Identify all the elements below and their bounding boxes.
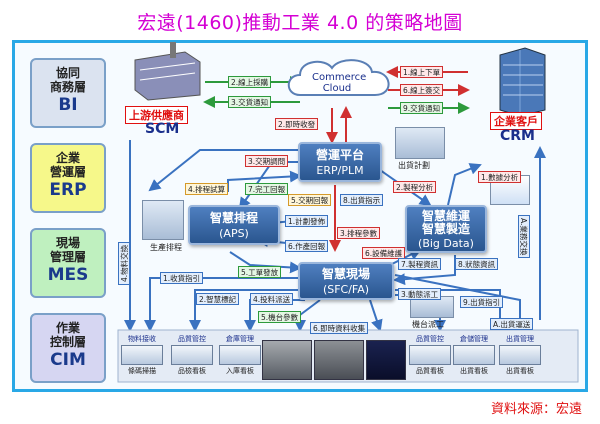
layer-mes-label: 現場 管理層 (49, 236, 86, 264)
flow-schedule-param: 3.排程參數 (337, 227, 381, 239)
flow-finish-report: 7.完工回報 (245, 183, 289, 195)
flow-data-analysis: 1.數據分析 (478, 171, 522, 183)
cim-tile-label: 物料接收 (128, 335, 156, 343)
cim-tile-screen (409, 345, 451, 365)
cim-tile-screen (219, 345, 261, 365)
schedule-screen-thumb (142, 200, 184, 240)
hub-sfc-sub: (SFC/FA) (322, 283, 370, 296)
flow-equipment-maint: 6.設備維護 (362, 247, 406, 259)
hub-big-data[interactable]: 智慧維運 智慧製造 (Big Data) (405, 205, 487, 253)
hub-bigdata-title: 智慧維運 智慧製造 (421, 209, 470, 236)
cim-tile-sublabel: 入庫看板 (226, 367, 254, 375)
flow-machine-param: 5.機台參數 (258, 311, 302, 323)
flow-delivery-notice: 3.交貨通知 (228, 96, 272, 108)
cim-tile-label: 倉庫管理 (226, 335, 254, 343)
customer-building-icon (499, 47, 546, 117)
flow-work-order: 5.工單發放 (238, 266, 282, 278)
layer-bi-code: BI (58, 95, 78, 115)
cim-tile-sublabel: 出貨看板 (460, 367, 488, 375)
cim-tile: 物料接收條碼掃描 (120, 334, 164, 380)
cim-tile-sublabel: 品檢看板 (178, 367, 206, 375)
cim-tile-label: 品質管控 (416, 335, 444, 343)
layer-erp: 企業 營運層 ERP (30, 143, 106, 213)
customer-label: 企業客戶 (490, 112, 542, 130)
flow-order-exchange: A.業務交換 (518, 215, 530, 259)
flow-realtime-collect: 6.即時資料收集 (310, 322, 369, 334)
flow-online-sign: 6.線上簽交 (400, 84, 444, 96)
flow-delivery-adjust: 3.交期調問 (245, 155, 289, 167)
flow-status-info: 8.狀態資訊 (455, 258, 499, 270)
flow-ship-notice: 9.交貨通知 (400, 102, 444, 114)
scm-code: SCM (145, 121, 180, 137)
cim-tile: 出貨管理出貨看板 (498, 334, 542, 380)
flow-ship-guide: 9.出貨指引 (460, 296, 504, 308)
flow-material-dispatch: 4.投料派送 (250, 293, 294, 305)
cim-tile-screen (499, 345, 541, 365)
flow-receive-guide: 1.收貨指引 (160, 272, 204, 284)
hub-aps-title: 智慧排程 (209, 211, 258, 225)
flow-instant-receipt: 2.即時收發 (275, 118, 319, 130)
flow-online-order: 1.線上下單 (400, 66, 444, 78)
layer-erp-code: ERP (49, 180, 87, 200)
cim-tile: 品質管控品質看板 (408, 334, 452, 380)
page-title: 宏遠(1460)推動工業 4.0 的策略地圖 (137, 12, 463, 34)
hub-erp-plm[interactable]: 營運平台 ERP/PLM (298, 142, 382, 182)
layer-mes: 現場 管理層 MES (30, 228, 106, 298)
cim-tile-sublabel: 出貨看板 (506, 367, 534, 375)
flow-ship-forward: A.出貨運送 (490, 318, 534, 330)
supplier-factory-icon (134, 42, 201, 101)
hub-sfc-title: 智慧現場 (321, 267, 370, 281)
cloud-icon (287, 59, 390, 96)
hub-sfc-fa[interactable]: 智慧現場 (SFC/FA) (298, 262, 394, 300)
cim-tile: 倉庫管理入庫看板 (218, 334, 262, 380)
shipping-plan-thumb (395, 127, 445, 159)
layer-bi: 協同 商務層 BI (30, 58, 106, 128)
layer-cim-code: CIM (50, 350, 86, 370)
cim-tile: 品質管控品檢看板 (170, 334, 214, 380)
cim-tile-label: 倉儲管理 (460, 335, 488, 343)
layer-mes-code: MES (47, 265, 89, 285)
cim-tile-screen (171, 345, 213, 365)
cim-tile-screen (453, 345, 495, 365)
layer-cim: 作業 控制層 CIM (30, 313, 106, 383)
flow-ship-instruct: 8.出貨指示 (340, 194, 384, 206)
flow-process-analysis: 2.製程分析 (393, 181, 437, 193)
flow-dynamic-dispatch: 3.動態派工 (398, 288, 442, 300)
flow-online-purchase: 2.線上採購 (228, 76, 272, 88)
flow-schedule-calc: 4.排程試算 (185, 183, 229, 195)
plant-photo-2 (314, 340, 364, 380)
caption-production-schedule: 生產排程 (150, 243, 182, 252)
cim-tile-sublabel: 條碼掃描 (128, 367, 156, 375)
caption-machine-dispatch: 機台派工 (412, 320, 444, 329)
cim-tile-label: 出貨管理 (506, 335, 534, 343)
hub-aps[interactable]: 智慧排程 (APS) (188, 205, 280, 245)
layer-bi-label: 協同 商務層 (49, 66, 86, 94)
hub-erp-sub: ERP/PLM (316, 164, 364, 177)
cim-tile-screen (121, 345, 163, 365)
layer-cim-label: 作業 控制層 (49, 321, 86, 349)
cim-tile: 倉儲管理出貨看板 (452, 334, 496, 380)
flow-process-info: 7.製程資訊 (398, 258, 442, 270)
hub-bigdata-sub: (Big Data) (418, 237, 474, 250)
crm-code: CRM (500, 128, 535, 144)
flow-material-exchange: 4.物料交換 (118, 241, 130, 285)
hub-erp-title: 營運平台 (315, 148, 364, 162)
cim-tile-label: 品質管控 (178, 335, 206, 343)
flow-ops-feedback: 6.作產回報 (285, 240, 329, 252)
hub-aps-sub: (APS) (219, 227, 249, 240)
plant-photo-3 (366, 340, 406, 380)
flow-smart-label: 2.智慧標記 (196, 293, 240, 305)
flow-delivery-reply: 5.交期回報 (288, 194, 332, 206)
layer-erp-label: 企業 營運層 (49, 151, 86, 179)
source-caption: 資料來源：宏遠 (490, 402, 582, 417)
cim-tile-sublabel: 品質看板 (416, 367, 444, 375)
cloud-label: Commerce Cloud (312, 72, 367, 94)
supplier-label: 上游供應商 (125, 106, 188, 124)
caption-shipping-plan: 出貨計劃 (398, 161, 430, 170)
flow-plan-release: 1.計劃發佈 (285, 215, 329, 227)
plant-photo-1 (262, 340, 312, 380)
